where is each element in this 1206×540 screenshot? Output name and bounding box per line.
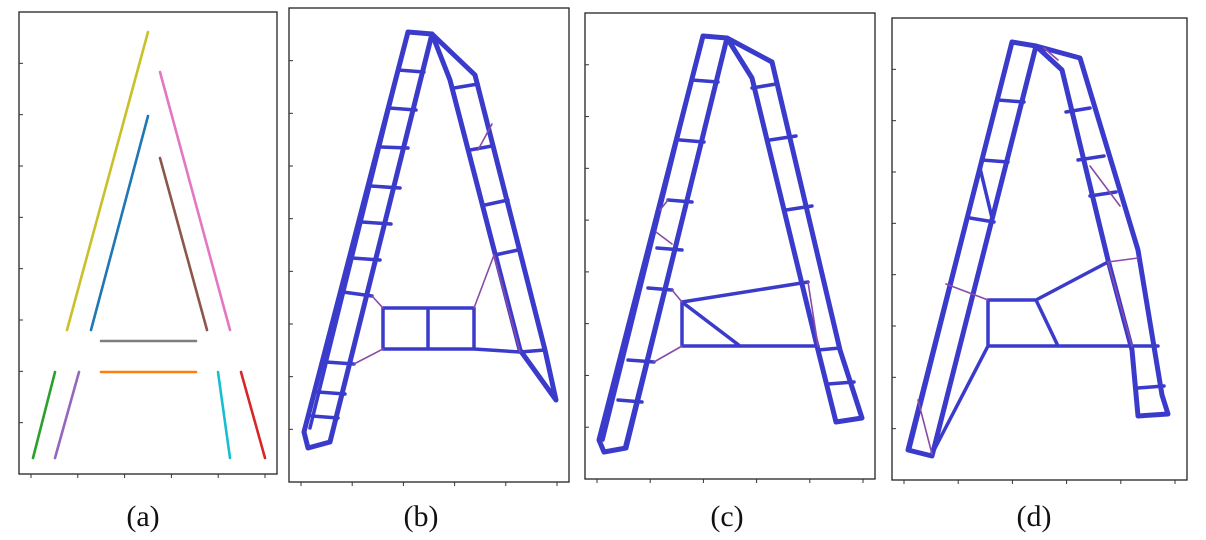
panel-a-outer-left-stroke — [65, 30, 150, 332]
panel-c-crossbar — [680, 280, 820, 348]
panel-d-crossbar — [930, 260, 1134, 456]
panel-d-frame — [891, 17, 1188, 481]
panel-c-right-cells — [750, 82, 856, 386]
panel-c-label: (c) — [710, 500, 744, 533]
panel-d-left-leg-inner — [908, 40, 1038, 456]
panel-a-outer-right-stroke — [158, 70, 232, 332]
panel-d-right-leg-outline — [1033, 43, 1171, 419]
panel-b-right-leg-outline — [429, 31, 559, 403]
panel-d-left-cells — [968, 98, 1026, 224]
panel-b-right-cells — [452, 82, 547, 354]
panel-d-left-leg-outline — [905, 39, 1039, 459]
panel-a-right-foot-outer-stroke — [239, 370, 267, 460]
panel-d-label: (d) — [1016, 500, 1052, 533]
panel-c-frame — [584, 12, 876, 480]
panel-a-frame — [18, 11, 278, 475]
panel-d-right-cells — [1064, 106, 1166, 390]
panel-c-inner-edges — [653, 199, 819, 363]
panel-c-mesh — [596, 33, 865, 455]
panel-b-outer-left-outline — [301, 29, 435, 451]
panel-a-label: (a) — [126, 500, 160, 533]
panel-b-frame — [288, 7, 570, 483]
axis-ticks — [19, 60, 1176, 486]
panel-c-left-leg-outline — [596, 33, 730, 455]
panel-b-left-cells — [310, 68, 426, 420]
panel-a-left-foot-outer-stroke — [31, 370, 57, 460]
panel-b-inner-edges — [353, 123, 521, 365]
panel-c-left-cells — [616, 78, 720, 404]
panel-c-right-leg-outline — [724, 35, 865, 425]
panel-b-left-leg-inner — [308, 30, 434, 442]
panel-a-inner-left-stroke — [89, 114, 150, 332]
panel-d-inner-edges — [917, 47, 1139, 455]
panel-d-mesh — [905, 39, 1171, 459]
panel-b-label: (b) — [403, 500, 439, 533]
panel-b-mesh — [301, 29, 559, 451]
panel-a-inner-right-stroke — [158, 156, 209, 332]
panel-a-left-foot-inner-stroke — [53, 370, 81, 460]
panel-a-segments — [31, 30, 267, 460]
panel-b-crossbar — [381, 306, 522, 354]
panel-c-left-leg-inner — [601, 34, 729, 448]
panel-a-right-foot-inner-stroke — [216, 370, 232, 460]
